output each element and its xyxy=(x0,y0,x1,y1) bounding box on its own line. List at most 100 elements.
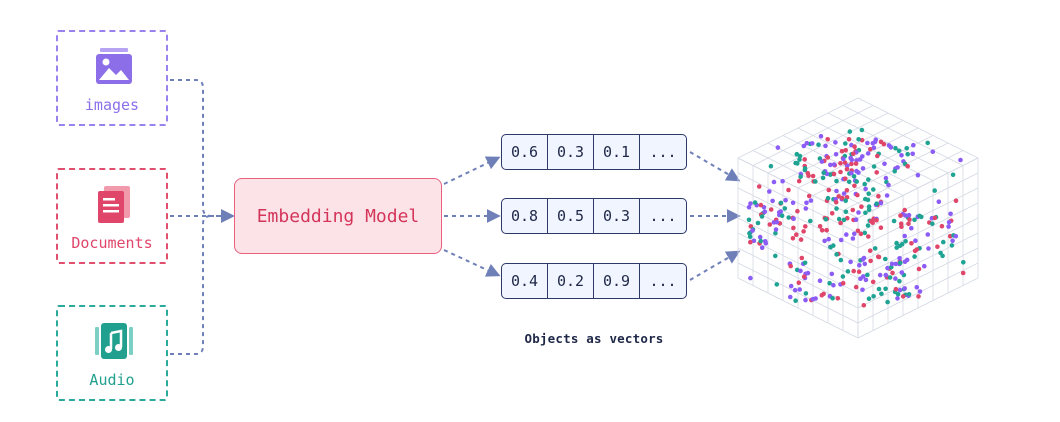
vector-point xyxy=(896,148,902,154)
vector-point xyxy=(759,214,765,219)
vector-point xyxy=(900,294,906,299)
vector-point xyxy=(856,210,861,215)
vector-point xyxy=(865,151,871,156)
vector-point xyxy=(831,171,837,177)
vector-point xyxy=(836,216,842,222)
vector-point xyxy=(833,140,838,145)
vector-point xyxy=(866,207,872,213)
vector-point xyxy=(888,145,894,150)
vector-point xyxy=(895,296,900,301)
vector-point xyxy=(862,261,868,267)
vector-point xyxy=(905,164,910,169)
vector-point xyxy=(897,287,903,293)
vector-cell: 0.6 xyxy=(502,135,548,169)
vector-space-grid xyxy=(737,97,979,339)
vector-point xyxy=(922,263,927,269)
vector-point xyxy=(851,151,856,157)
vector-point xyxy=(783,197,788,203)
vector-point xyxy=(852,144,857,149)
vector-point xyxy=(889,261,895,267)
vector-point xyxy=(939,223,945,229)
vector-point xyxy=(907,217,912,222)
vector-point xyxy=(877,272,883,278)
vector-point xyxy=(779,213,785,218)
vector-point xyxy=(830,296,835,301)
vector-point xyxy=(906,212,912,218)
vector-point xyxy=(798,174,803,179)
vector-point xyxy=(756,184,762,189)
vector-point xyxy=(870,279,876,285)
vector-point xyxy=(841,191,847,196)
vector-point xyxy=(859,137,865,143)
vector-point xyxy=(946,220,952,225)
vector-point xyxy=(845,269,851,274)
arrow-to-vector-1 xyxy=(443,156,501,185)
vector-point xyxy=(856,137,861,142)
vector-point xyxy=(750,228,755,233)
vector-point xyxy=(871,164,877,169)
vector-point xyxy=(748,275,753,281)
vector-point xyxy=(828,245,833,250)
vectors-caption: Objects as vectors xyxy=(524,331,664,346)
vector-point xyxy=(871,187,876,192)
vector-point xyxy=(862,181,867,187)
vector-point xyxy=(786,187,791,193)
vector-point xyxy=(852,183,857,189)
arrow-to-space-3 xyxy=(689,250,741,281)
vector-point xyxy=(885,265,890,271)
vector-cell: 0.5 xyxy=(548,199,594,233)
vector-point xyxy=(809,141,815,146)
vector-point xyxy=(848,259,853,265)
connector-images xyxy=(170,79,235,223)
vector-point xyxy=(872,139,878,145)
vector-point xyxy=(878,200,884,206)
vector-point xyxy=(838,169,843,175)
vector-point xyxy=(850,236,856,241)
vector-point xyxy=(853,284,859,290)
vector-point xyxy=(844,188,850,193)
vector-point xyxy=(824,227,829,233)
vector-point xyxy=(829,271,835,277)
vector-point xyxy=(762,209,768,215)
vector-point xyxy=(835,296,841,301)
vector-point xyxy=(798,268,803,274)
vector-point xyxy=(903,239,908,244)
vector-point xyxy=(881,141,887,147)
vector-point xyxy=(897,278,902,284)
vector-point xyxy=(866,234,871,239)
vector-point xyxy=(826,187,832,193)
vector-point xyxy=(788,283,794,289)
vector-point xyxy=(817,278,823,284)
vector-point xyxy=(868,147,873,152)
vector-point xyxy=(855,228,861,234)
vector-point xyxy=(747,231,752,236)
vector-cell: 0.2 xyxy=(548,264,594,298)
vector-point xyxy=(849,161,854,167)
connector-audio xyxy=(170,215,212,355)
vector-point xyxy=(893,286,899,292)
vector-point xyxy=(788,294,793,300)
vector-point xyxy=(842,160,848,165)
vector-point xyxy=(949,243,955,248)
vector-point xyxy=(882,161,887,167)
vector-point xyxy=(853,161,859,166)
vector-point xyxy=(775,145,781,150)
vector-point xyxy=(909,225,914,231)
vector-point xyxy=(798,237,804,242)
vector-point xyxy=(817,224,823,229)
document-icon xyxy=(98,186,130,223)
vector-point xyxy=(925,232,931,237)
vector-point xyxy=(911,142,916,148)
vector-point xyxy=(909,241,914,246)
vector-point xyxy=(884,193,890,198)
source-images: images xyxy=(56,30,168,126)
vector-point xyxy=(863,186,868,192)
vector-point xyxy=(752,200,758,205)
vector-point xyxy=(770,198,775,204)
vector-point xyxy=(861,303,867,308)
vector-point xyxy=(858,276,863,282)
vector-point xyxy=(796,178,802,184)
vector-point xyxy=(961,260,966,265)
vector-point xyxy=(771,179,777,185)
vector-point xyxy=(859,204,864,209)
